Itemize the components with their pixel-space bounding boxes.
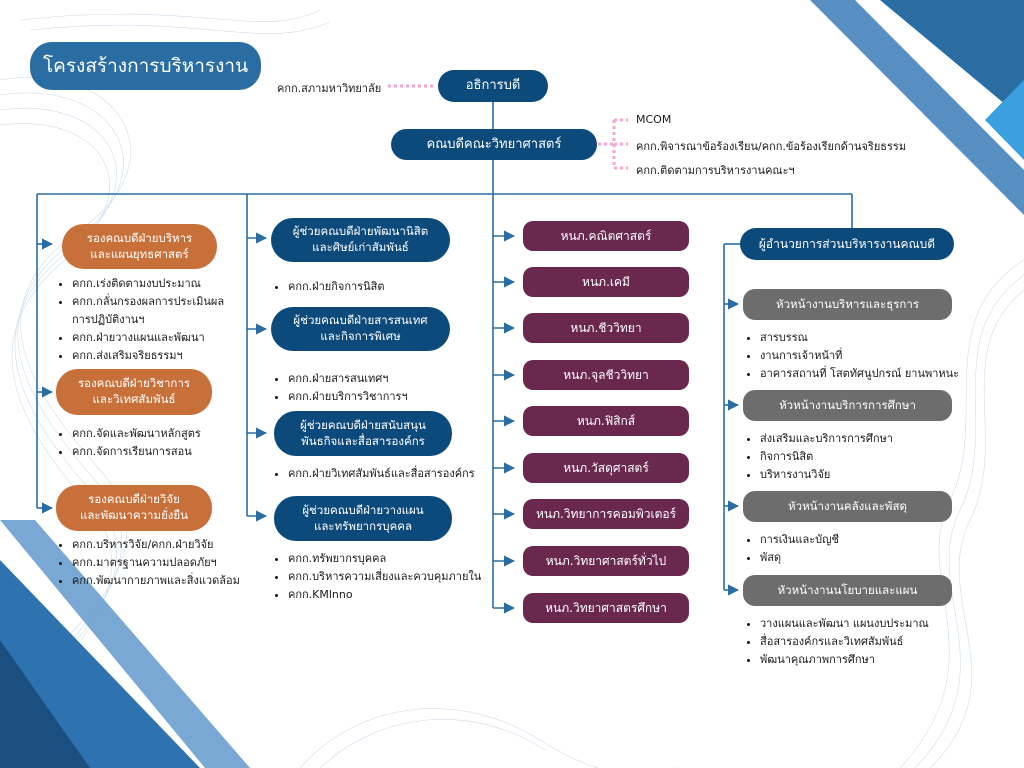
department-box: หนภ.วิทยาการคอมพิวเตอร์ [523,499,689,529]
list-item: พัสดุ [760,549,980,567]
president-box: อธิการบดี [438,70,548,102]
admin-unit-box: หัวหน้างานบริหารและธุรการ [743,289,952,320]
deputy-duty-list: คกก.บริหารวิจัย/คกก.ฝ่ายวิจัย คกก.มาตรฐา… [56,536,262,590]
department-box: หนภ.เคมี [523,267,689,297]
list-item: คกก.บริหารวิจัย/คกก.ฝ่ายวิจัย [72,536,262,554]
list-item: คกก.เร่งติดตามงบประมาณ [72,275,262,293]
list-item: คกก.ทรัพยากรบุคคล [288,550,503,568]
department-box: หนภ.คณิตศาสตร์ [523,221,689,251]
list-item: คกก.จัดการเรียนการสอน [72,443,262,461]
council-note: คกก.สภามหาวิทยาลัย [277,82,382,95]
department-box: หนภ.ฟิสิกส์ [523,406,689,436]
assistant-duty-list: คกก.ทรัพยากรบุคคล คกก.บริหารความเสี่ยงแล… [272,550,503,604]
faculty-dean-box: คณบดีคณะวิทยาศาสตร์ [391,129,597,160]
list-item: บริหารงานวิจัย [760,466,980,484]
list-item: อาคารสถานที่ โสตทัศนูปกรณ์ ยานพาหนะ [760,365,980,383]
list-item: สื่อสารองค์กรและวิเทศสัมพันธ์ [760,633,990,651]
admin-unit-box: หัวหน้างานคลังและพัสดุ [743,491,952,522]
committee-note: MCOM [636,113,672,126]
deputy-duty-list: คกก.เร่งติดตามงบประมาณ คกก.กลั่นกรองผลกา… [56,275,262,365]
admin-unit-list: ส่งเสริมและบริการการศึกษา กิจการนิสิต บร… [744,430,980,484]
assistant-dean-box: ผู้ช่วยคณบดีฝ่ายพัฒนานิสิต และศิษย์เก่าส… [271,218,450,262]
deputy-dean-box: รองคณบดีฝ่ายวิชาการ และวิเทศสัมพันธ์ [56,369,212,415]
list-item: งานการเจ้าหน้าที่ [760,347,980,365]
department-box: หนภ.วิทยาศาสตร์ทั่วไป [523,546,689,576]
list-item: คกก.ฝ่ายบริการวิชาการฯ [288,388,498,406]
list-item: คกก.พัฒนากายภาพและสิ่งแวดล้อม [72,572,262,590]
list-item: คกก.ฝ่ายกิจการนิสิต [288,278,498,296]
page-title: โครงสร้างการบริหารงาน [30,42,261,90]
assistant-dean-box: ผู้ช่วยคณบดีฝ่ายสนับสนุน พันธกิจและสื่อส… [274,411,452,456]
list-item: การเงินและบัญชี [760,531,980,549]
list-item: คกก.KMlnno [288,586,503,604]
list-item: กิจการนิสิต [760,448,980,466]
list-item: สารบรรณ [760,329,980,347]
admin-director-box: ผู้อำนวยการส่วนบริหารงานคณบดี [740,228,954,260]
assistant-duty-list: คกก.ฝ่ายกิจการนิสิต [272,278,498,296]
committee-note: คกก.พิจารณาข้อร้องเรียน/คกก.ข้อร้องเรียก… [636,140,907,153]
deputy-duty-list: คกก.จัดและพัฒนาหลักสูตร คกก.จัดการเรียนก… [56,425,262,461]
assistant-duty-list: คกก.ฝ่ายสารสนเทศฯ คกก.ฝ่ายบริการวิชาการฯ [272,370,498,406]
list-item: คกก.ฝ่ายสารสนเทศฯ [288,370,498,388]
list-item: คกก.กลั่นกรองผลการประเมินผล การปฏิบัติงา… [72,293,262,329]
list-item: วางแผนและพัฒนา แผนงบประมาณ [760,615,990,633]
admin-unit-list: วางแผนและพัฒนา แผนงบประมาณ สื่อสารองค์กร… [744,615,990,669]
assistant-dean-box: ผู้ช่วยคณบดีฝ่ายวางแผน และทรัพยากรบุคคล [274,496,452,541]
list-item: คกก.ฝ่ายวางแผนและพัฒนา [72,329,262,347]
department-box: หนภ.วิทยาศาสตรศึกษา [523,593,689,623]
list-item: พัฒนาคุณภาพการศึกษา [760,651,990,669]
admin-unit-list: การเงินและบัญชี พัสดุ [744,531,980,567]
list-item: คกก.จัดและพัฒนาหลักสูตร [72,425,262,443]
list-item: ส่งเสริมและบริการการศึกษา [760,430,980,448]
list-item: คกก.บริหารความเสี่ยงและควบคุมภายใน [288,568,503,586]
admin-unit-box: หัวหน้างานนโยบายและแผน [743,575,952,606]
admin-unit-box: หัวหน้างานบริการการศึกษา [743,390,952,421]
admin-unit-list: สารบรรณ งานการเจ้าหน้าที่ อาคารสถานที่ โ… [744,329,980,383]
assistant-dean-box: ผู้ช่วยคณบดีฝ่ายสารสนเทศ และกิจการพิเศษ [271,307,450,351]
department-box: หนภ.จุลชีววิทยา [523,360,689,390]
committee-note: คกก.ติดตามการบริหารงานคณะฯ [636,164,795,177]
deputy-dean-box: รองคณบดีฝ่ายบริหาร และแผนยุทธศาสตร์ [62,224,217,269]
list-item: คกก.มาตรฐานความปลอดภัยฯ [72,554,262,572]
department-box: หนภ.วัสดุศาสตร์ [523,453,689,483]
department-box: หนภ.ชีววิทยา [523,313,689,343]
list-item: คกก.ส่งเสริมจริยธรรมฯ [72,347,262,365]
deputy-dean-box: รองคณบดีฝ่ายวิจัย และพัฒนาความยั่งยืน [56,485,212,531]
list-item: คกก.ฝ่ายวิเทศสัมพันธ์และสื่อสารองค์กร [288,465,503,483]
assistant-duty-list: คกก.ฝ่ายวิเทศสัมพันธ์และสื่อสารองค์กร [272,465,503,483]
